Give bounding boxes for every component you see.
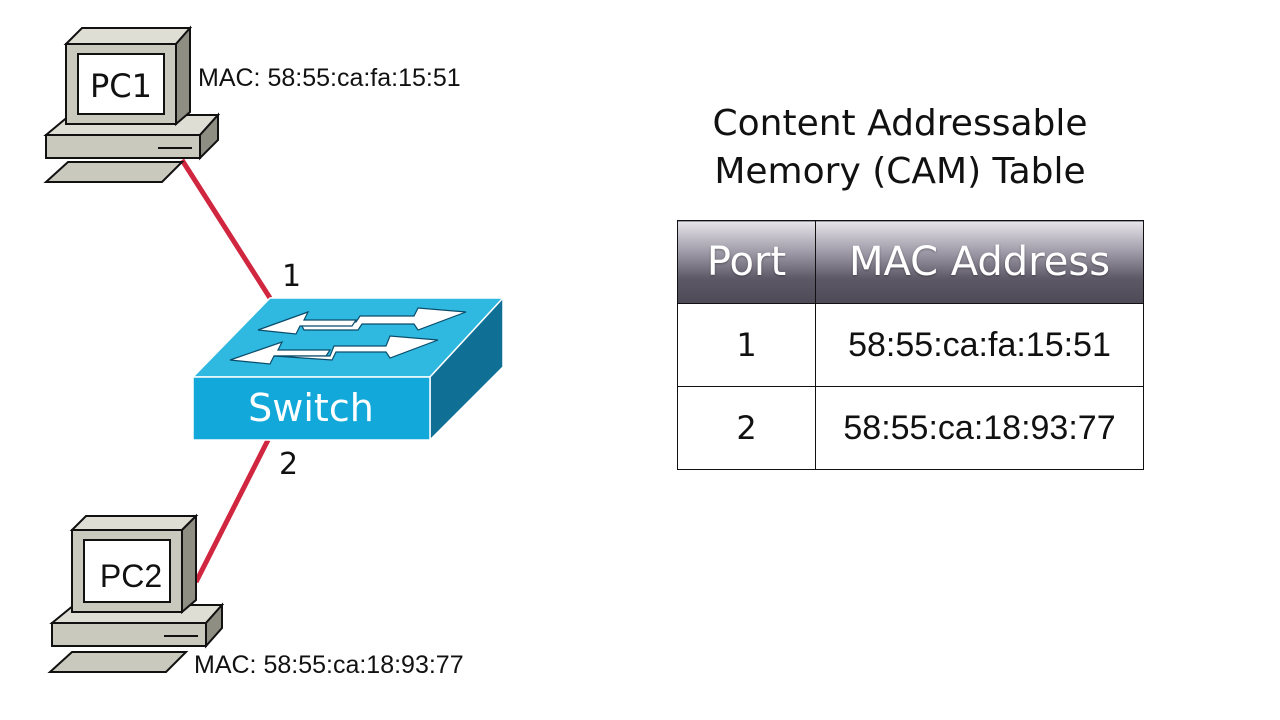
row-2-port: 2 [677,386,816,470]
cam-table-header-row: Port MAC Address [677,220,1144,304]
table-row: 1 58:55:ca:fa:15:51 [677,303,1144,387]
pc2-computer-icon [47,513,225,673]
title-line-1: Content Addressable [712,103,1088,144]
switch-arrows-icon [229,307,467,365]
pc1-computer-icon [43,25,221,183]
header-mac-address: MAC Address [815,220,1144,304]
pc2-label: PC2 [100,558,162,594]
row-1-port: 1 [677,303,816,387]
switch-icon [191,296,505,442]
switch-label: Switch [248,386,374,430]
pc2-mac-label: MAC: 58:55:ca:18:93:77 [194,651,464,679]
cam-table: Port MAC Address 1 58:55:ca:fa:15:51 2 5… [677,220,1144,470]
table-row: 2 58:55:ca:18:93:77 [677,386,1144,470]
row-2-mac: 58:55:ca:18:93:77 [815,386,1144,470]
row-1-mac: 58:55:ca:fa:15:51 [815,303,1144,387]
title-line-2: Memory (CAM) Table [714,151,1086,192]
header-port: Port [677,220,816,304]
pc1-label: PC1 [90,67,152,105]
pc1-mac-label: MAC: 58:55:ca:fa:15:51 [198,64,461,92]
link-pc1-switch [179,158,273,300]
port-2-label: 2 [279,447,298,482]
port-1-label: 1 [282,259,301,294]
link-switch-pc2 [193,438,271,584]
cam-table-title: Content Addressable Memory (CAM) Table [640,100,1160,196]
